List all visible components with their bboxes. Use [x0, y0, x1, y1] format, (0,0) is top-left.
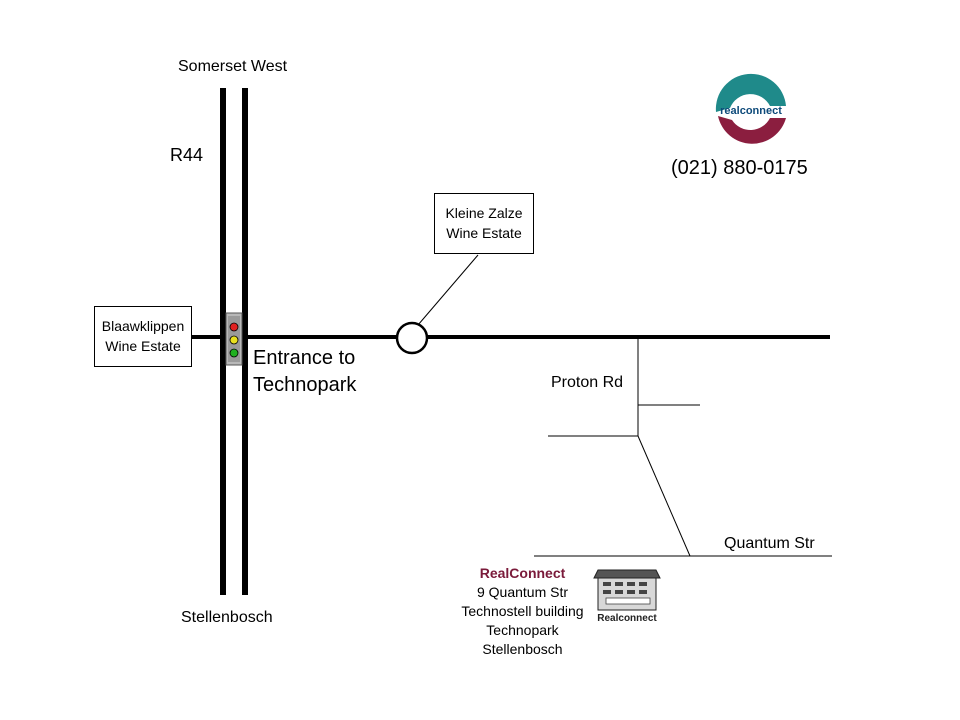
route-label: R44: [170, 145, 204, 165]
address-line3: Technopark: [486, 622, 559, 638]
building-icon: Realconnect: [593, 569, 661, 624]
svg-text:realconnect: realconnect: [720, 105, 782, 117]
address-line2: Technostell building: [461, 603, 584, 619]
address-block: RealConnect 9 Quantum Str Technostell bu…: [440, 564, 605, 659]
kleine-zalze-box: Kleine Zalze Wine Estate: [434, 193, 534, 254]
entrance-label: Entrance to Technopark: [253, 345, 356, 399]
address-line1: 9 Quantum Str: [476, 584, 569, 600]
svg-text:Realconnect: Realconnect: [597, 613, 657, 624]
blaauwklippen-line1: Blaawklippen: [101, 318, 185, 334]
phone-number: (021) 880-0175: [671, 157, 808, 179]
kleine-zalze-pointer: [417, 254, 479, 326]
entrance-line2: Technopark: [253, 374, 357, 396]
kleine-zalze-line1: Kleine Zalze: [445, 205, 523, 221]
kleine-zalze-line2: Wine Estate: [446, 225, 522, 241]
address-line4: Stellenbosch: [482, 641, 563, 657]
blaauwklippen-box: Blaawklippen Wine Estate: [94, 306, 192, 367]
north-label: Somerset West: [178, 58, 288, 75]
traffic-circle-icon: [395, 321, 429, 355]
realconnect-logo: realconnect: [715, 73, 786, 144]
traffic-light-icon: [225, 312, 243, 366]
entrance-line1: Entrance to: [253, 347, 356, 369]
diagonal-road: [637, 435, 691, 557]
quantum-label: Quantum Str: [724, 535, 815, 552]
proton-label: Proton Rd: [551, 374, 624, 391]
blaauwklippen-line2: Wine Estate: [105, 338, 181, 354]
south-label: Stellenbosch: [181, 609, 273, 626]
company-name: RealConnect: [479, 565, 566, 581]
